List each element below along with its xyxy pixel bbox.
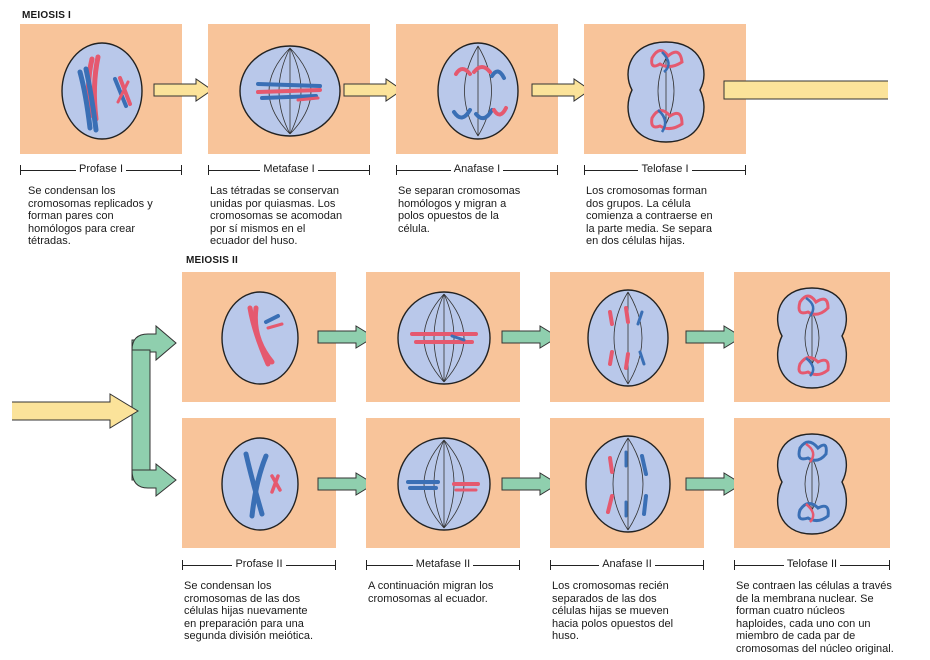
arrow-right-3 xyxy=(530,78,592,102)
cell-metaphase-2-bottom xyxy=(366,418,520,548)
cell-prophase-2-bottom xyxy=(182,418,336,548)
label-telophase-2: Telofase II xyxy=(734,558,890,572)
branch-arrows xyxy=(0,290,180,530)
label-anaphase-2: Anafase II xyxy=(550,558,704,572)
desc-anaphase-2: Los cromosomas recién separados de las d… xyxy=(552,580,727,643)
desc-prophase-2: Se condensan los cromosomas de las dos c… xyxy=(184,580,364,643)
cell-anaphase-2-bottom xyxy=(550,418,704,548)
panel-prophase-2-top xyxy=(182,272,336,402)
desc-telophase-1: Los cromosomas forman dos grupos. La cél… xyxy=(586,185,761,248)
panel-telophase-2-bottom xyxy=(734,418,890,548)
desc-anaphase-1: Se separan cromosomas homólogos y migran… xyxy=(398,185,573,235)
cell-telophase-2-top xyxy=(734,272,890,402)
arrow-right-2 xyxy=(342,78,404,102)
panel-metaphase-2-top xyxy=(366,272,520,402)
cell-anaphase-2-top xyxy=(550,272,704,402)
panel-anaphase-2-bottom xyxy=(550,418,704,548)
panel-metaphase-2-bottom xyxy=(366,418,520,548)
label-metaphase-2: Metafase II xyxy=(366,558,520,572)
label-prophase-1: Profase I xyxy=(20,163,182,177)
connector-bar-right xyxy=(722,78,892,102)
panel-anaphase-2-top xyxy=(550,272,704,402)
meiosis-1-title: MEIOSIS I xyxy=(22,10,71,21)
desc-metaphase-1: Las tétradas se conservan unidas por qui… xyxy=(210,185,390,248)
panel-prophase-2-bottom xyxy=(182,418,336,548)
label-anaphase-1: Anafase I xyxy=(396,163,558,177)
label-prophase-2: Profase II xyxy=(182,558,336,572)
arrow-right-1 xyxy=(152,78,214,102)
label-metaphase-1: Metafase I xyxy=(208,163,370,177)
desc-metaphase-2: A continuación migran los cromosomas al … xyxy=(368,580,543,605)
cell-telophase-2-bottom xyxy=(734,418,890,548)
cell-prophase-2-top xyxy=(182,272,336,402)
label-telophase-1: Telofase I xyxy=(584,163,746,177)
desc-telophase-2: Se contraen las células a través de la m… xyxy=(736,580,926,655)
panel-telophase-2-top xyxy=(734,272,890,402)
meiosis-2-title: MEIOSIS II xyxy=(186,255,238,266)
desc-prophase-1: Se condensan los cromosomas replicados y… xyxy=(28,185,203,248)
cell-metaphase-2-top xyxy=(366,272,520,402)
